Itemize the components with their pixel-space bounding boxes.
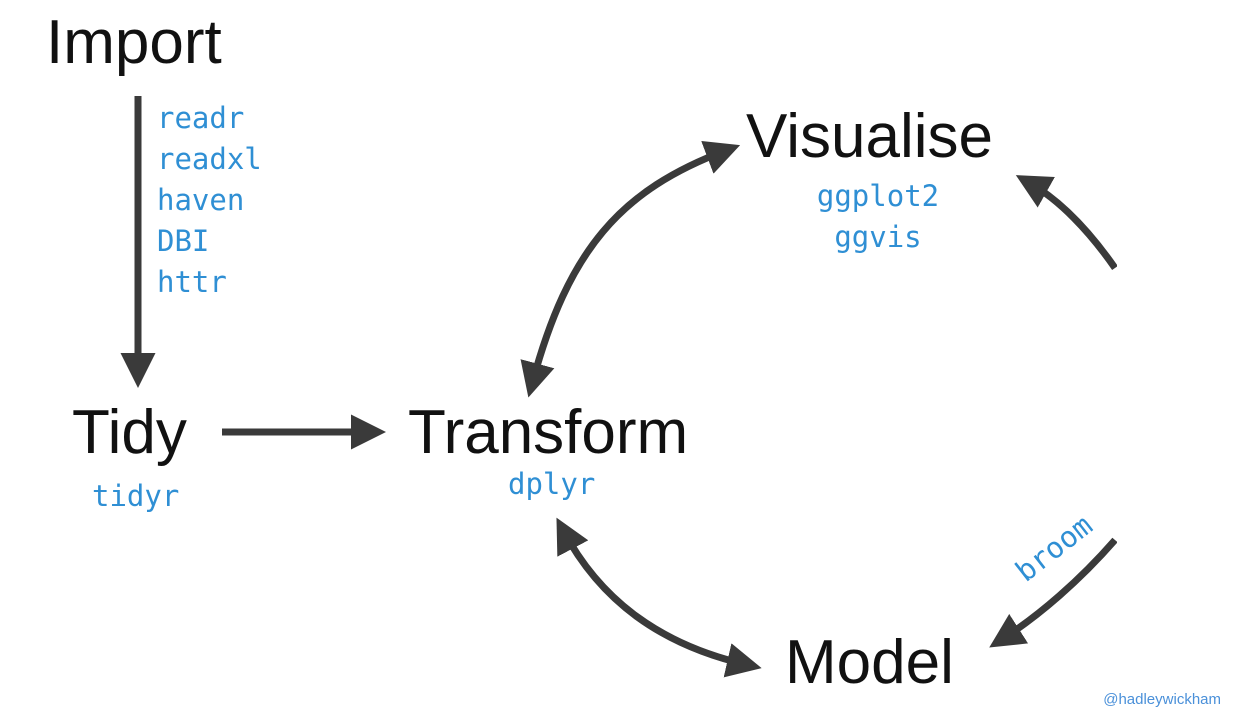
stage-model: Model — [785, 628, 954, 697]
package-ggvis: ggvis — [834, 220, 922, 254]
package-readxl: readxl — [157, 142, 262, 176]
stage-import: Import — [46, 8, 222, 77]
import-package-list: readr readxl haven DBI httr — [157, 98, 262, 303]
package-dplyr: dplyr — [508, 467, 596, 501]
arrow-transform-visualise — [520, 140, 741, 398]
arrow-transform-model — [556, 517, 762, 678]
right-edge-mask — [1117, 0, 1241, 716]
package-readr: readr — [157, 101, 245, 135]
stage-tidy: Tidy — [72, 398, 187, 467]
author-credit: @hadleywickham — [1103, 691, 1221, 708]
arrow-broom-to-model — [989, 537, 1118, 648]
stage-visualise: Visualise — [746, 102, 994, 171]
package-httr: httr — [157, 265, 227, 299]
package-tidyr: tidyr — [92, 479, 180, 513]
package-ggplot2: ggplot2 — [816, 179, 940, 213]
package-dbi: DBI — [157, 224, 210, 258]
package-haven: haven — [157, 183, 245, 217]
visualise-package-list: ggplot2 ggvis — [798, 176, 958, 258]
stage-transform: Transform — [408, 398, 689, 467]
arrow-model-to-visualise — [1015, 175, 1118, 270]
